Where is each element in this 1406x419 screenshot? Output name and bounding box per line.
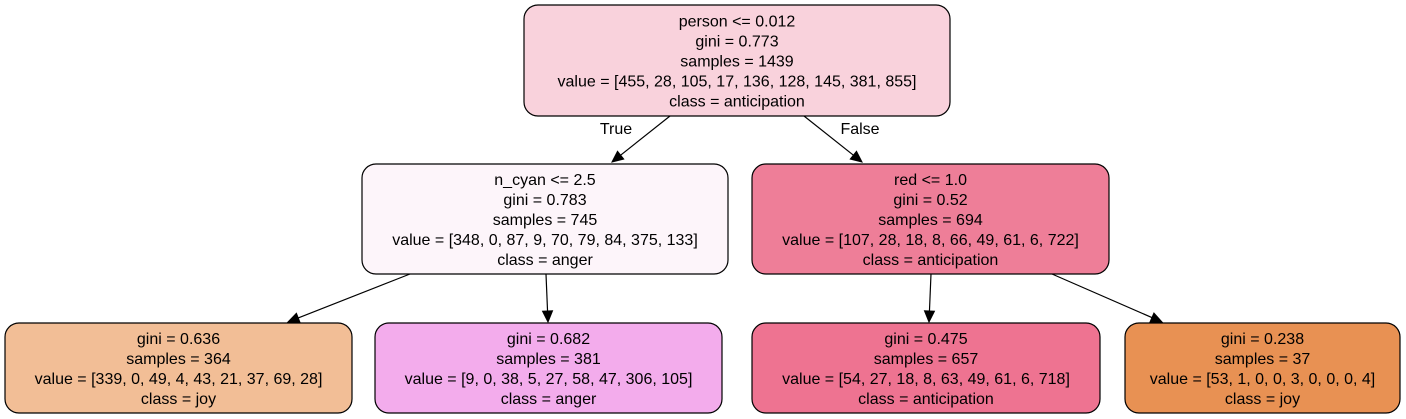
node-line: samples = 745 [493,212,598,229]
tree-edge-left-to-left-right [541,273,554,324]
tree-edge-right-to-right-left [923,273,936,324]
tree-node-right-left: gini = 0.475 samples = 657 value = [54, 27… [751,322,1101,414]
arrow-head-icon [286,312,301,324]
node-box [751,163,1110,275]
node-line: class = anger [501,391,597,408]
edge-line [620,115,671,156]
tree-edge-root-to-left: True [600,115,671,163]
edge-label: True [600,121,632,138]
arrow-head-icon [849,150,863,163]
edge-line [545,273,549,312]
node-line: samples = 37 [1215,351,1311,368]
tree-node-right: red <= 1.0 gini = 0.52 samples = 694 value … [751,163,1110,275]
arrow-head-icon [923,310,936,324]
node-line: class = joy [1225,391,1300,408]
node-line: gini = 0.783 [503,192,586,209]
arrow-head-icon [1149,312,1164,323]
node-box [523,4,951,117]
node-box [361,163,729,275]
node-line: gini = 0.238 [1221,331,1304,348]
tree-node-left: n_cyan <= 2.5 gini = 0.783 samples = 745 va… [361,163,729,275]
node-line: person <= 0.012 [679,14,796,31]
arrow-head-icon [541,310,554,324]
node-line: samples = 694 [878,212,983,229]
node-line: red <= 1.0 [894,172,967,189]
node-line: value = [54, 27, 18, 8, 63, 49, 61, 6, 7… [782,371,1070,388]
node-line: class = anticipation [669,94,805,111]
tree-node-left-left: gini = 0.636 samples = 364 value = [339, 0… [4,322,353,414]
node-line: class = anticipation [863,252,999,269]
node-line: class = anticipation [858,391,994,408]
edges-layer: True False [286,115,1164,324]
node-line: class = anger [497,252,593,269]
node-line: gini = 0.475 [884,331,967,348]
node-line: value = [9, 0, 38, 5, 27, 58, 47, 306, 1… [405,371,693,388]
arrow-head-icon [611,150,625,163]
node-line: value = [348, 0, 87, 9, 70, 79, 84, 375,… [392,232,698,249]
edge-line [1051,273,1153,319]
node-line: gini = 0.636 [137,331,220,348]
node-line: samples = 1439 [680,54,794,71]
node-line: class = joy [141,391,216,408]
node-box [751,322,1101,414]
tree-edge-right-to-right-right [1051,273,1164,323]
node-box [1124,322,1401,414]
nodes-layer: person <= 0.012 gini = 0.773 samples = 143… [4,4,1401,414]
node-box [374,322,723,414]
node-line: gini = 0.773 [695,34,778,51]
node-line: samples = 364 [126,351,231,368]
node-line: value = [339, 0, 49, 4, 43, 21, 37, 69, … [35,371,323,388]
edge-line [803,115,854,156]
tree-edge-root-to-right: False [803,115,880,163]
node-line: n_cyan <= 2.5 [494,172,596,189]
tree-edge-left-to-left-left [286,273,411,324]
node-line: samples = 381 [496,351,601,368]
edge-label: False [840,121,879,138]
tree-node-right-right: gini = 0.238 samples = 37 value = [53, 1, … [1124,322,1401,414]
node-line: value = [53, 1, 0, 0, 3, 0, 0, 0, 4] [1150,371,1375,388]
node-line: gini = 0.52 [893,192,967,209]
node-line: samples = 657 [874,351,979,368]
tree-node-left-right: gini = 0.682 samples = 381 value = [9, 0, … [374,322,723,414]
tree-node-root: person <= 0.012 gini = 0.773 samples = 143… [523,4,951,117]
node-line: gini = 0.682 [507,331,590,348]
node-box [4,322,353,414]
node-line: value = [107, 28, 18, 8, 66, 49, 61, 6, … [782,232,1079,249]
edge-line [928,273,932,312]
edge-line [298,273,411,319]
node-line: value = [455, 28, 105, 17, 136, 128, 145… [558,74,917,91]
